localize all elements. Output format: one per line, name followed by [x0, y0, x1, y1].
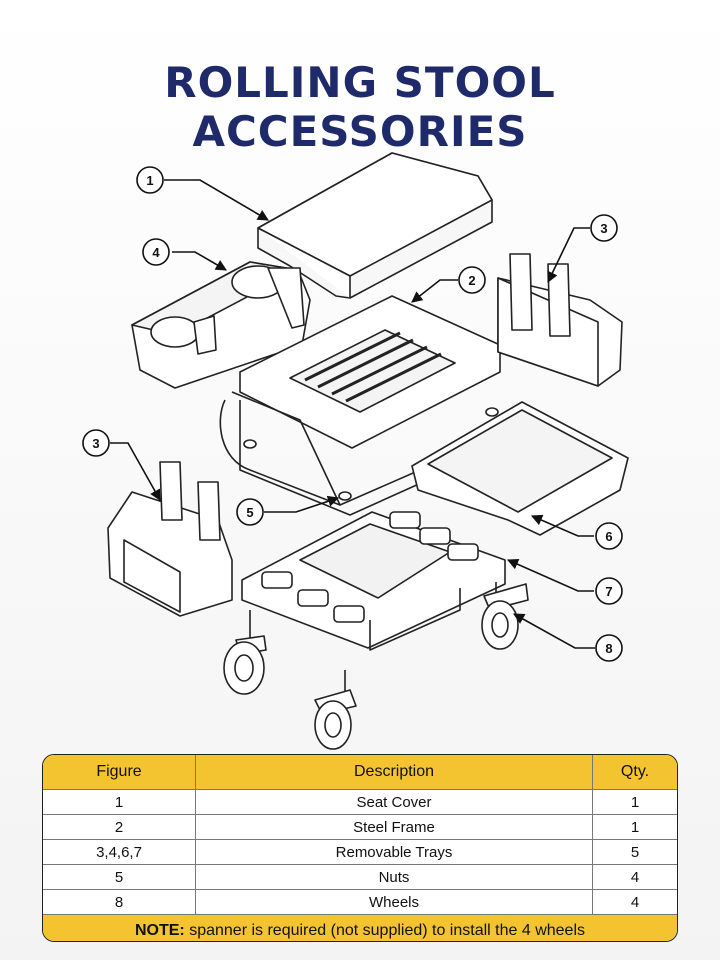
cell-qty: 1: [592, 789, 677, 815]
cell-qty: 4: [592, 889, 677, 914]
header-description: Description: [195, 755, 593, 790]
callout-3b-number: 3: [92, 436, 99, 451]
callout-5: 5: [236, 498, 264, 526]
cell-figure: 1: [43, 789, 196, 815]
cell-description: Steel Frame: [195, 814, 593, 840]
removable-tray-left-drawing: [107, 461, 233, 617]
table-row: 1 Seat Cover 1: [43, 789, 677, 815]
cup-holder-tray-drawing: [131, 261, 311, 389]
cell-description: Removable Trays: [195, 839, 593, 865]
removable-tray-right-drawing: [497, 253, 623, 387]
cell-qty: 4: [592, 864, 677, 890]
cell-figure: 8: [43, 889, 196, 914]
callout-2-number: 2: [468, 273, 475, 288]
callout-7: 7: [595, 577, 623, 605]
cell-qty: 5: [592, 839, 677, 865]
bottom-tray-drawing: [241, 511, 506, 651]
table-row: 5 Nuts 4: [43, 864, 677, 890]
seat-cover-drawing: [257, 152, 493, 299]
table-row: 3,4,6,7 Removable Trays 5: [43, 839, 677, 865]
note-text: spanner is required (not supplied) to in…: [184, 922, 585, 939]
cell-description: Wheels: [195, 889, 593, 914]
header-qty: Qty.: [592, 755, 677, 790]
callout-7-number: 7: [605, 584, 612, 599]
cell-qty: 1: [592, 814, 677, 840]
callout-4: 4: [142, 238, 170, 266]
side-drawer-tray-drawing: [411, 401, 629, 536]
page-title: ROLLING STOOL ACCESSORIES: [164, 58, 556, 156]
callout-8-number: 8: [605, 641, 612, 656]
callout-5-number: 5: [246, 505, 253, 520]
install-note: NOTE: spanner is required (not supplied)…: [43, 914, 677, 941]
wheels-drawing: [223, 582, 529, 750]
callout-8: 8: [595, 634, 623, 662]
callout-2: 2: [458, 266, 486, 294]
callout-3b: 3: [82, 429, 110, 457]
table-row: 2 Steel Frame 1: [43, 814, 677, 840]
callout-6-number: 6: [605, 529, 612, 544]
header-figure: Figure: [43, 755, 196, 790]
callout-1: 1: [136, 166, 164, 194]
callout-3a: 3: [590, 214, 618, 242]
exploded-diagram: 1 2 3 3 4 5 6 7 8: [82, 152, 629, 750]
parts-table: Figure Description Qty. 1 Seat Cover 1 2…: [42, 754, 678, 942]
callout-4-number: 4: [152, 245, 160, 260]
cell-figure: 2: [43, 814, 196, 840]
cell-figure: 5: [43, 864, 196, 890]
note-label: NOTE:: [134, 922, 185, 939]
cell-figure: 3,4,6,7: [43, 839, 196, 865]
table-row: 8 Wheels 4: [43, 889, 677, 914]
nut-drawing: [243, 407, 499, 501]
table-header-row: Figure Description Qty.: [43, 755, 677, 790]
callout-3a-number: 3: [600, 221, 607, 236]
callout-6: 6: [595, 522, 623, 550]
cell-description: Seat Cover: [195, 789, 593, 815]
callout-1-number: 1: [146, 173, 153, 188]
cell-description: Nuts: [195, 864, 593, 890]
